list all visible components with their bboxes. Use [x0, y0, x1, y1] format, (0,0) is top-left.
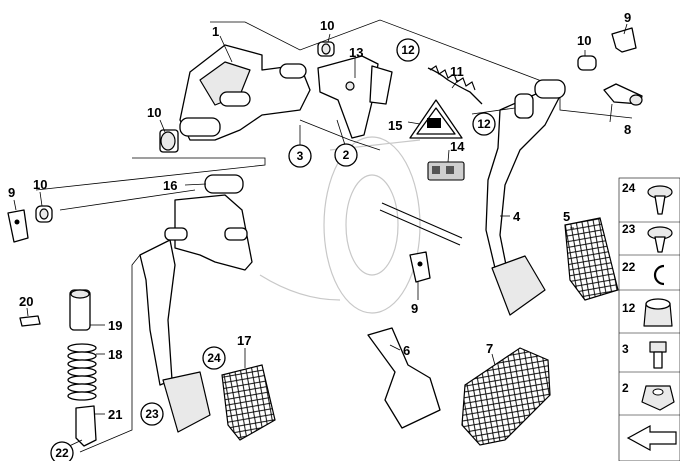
- pedal-pad-large: [461, 347, 551, 446]
- label-part-5: 5: [563, 209, 570, 224]
- label-part-9-top: 9: [624, 10, 631, 25]
- callout-22: 22: [50, 441, 74, 461]
- pedal-bracket: [159, 44, 311, 153]
- label-part-15: 15: [388, 118, 402, 133]
- label-part-14: 14: [450, 139, 465, 154]
- return-spring: [427, 65, 483, 105]
- pedal-lever-right: [485, 79, 566, 316]
- circled-callouts: 12 12 3 2 24 23 22: [50, 38, 496, 461]
- hardware-legend: 24 23 22 12 3 2: [618, 177, 680, 461]
- pedal-pad-right: [564, 217, 619, 301]
- callout-24: 24: [202, 346, 226, 370]
- svg-text:3: 3: [622, 342, 629, 356]
- brake-booster-ghost: [259, 136, 463, 314]
- legend-item-23: 23: [622, 222, 673, 253]
- svg-text:24: 24: [207, 351, 221, 365]
- bushing-left: [35, 205, 53, 223]
- label-part-9-left: 9: [8, 185, 15, 200]
- legend-item-12: 12: [622, 298, 673, 327]
- svg-text:24: 24: [622, 181, 636, 195]
- label-part-16: 16: [163, 178, 177, 193]
- svg-text:12: 12: [622, 301, 636, 315]
- label-part-18: 18: [108, 347, 122, 362]
- brake-light-switch: [427, 161, 465, 181]
- label-part-10-right: 10: [577, 33, 591, 48]
- clip-top-right: [611, 27, 637, 53]
- label-part-4: 4: [513, 209, 521, 224]
- spring-assembly: [19, 289, 97, 447]
- legend-item-3: 3: [622, 341, 667, 369]
- label-part-9-center: 9: [411, 301, 418, 316]
- label-part-10-far-left: 10: [33, 177, 47, 192]
- direction-arrow-icon: [626, 424, 677, 452]
- pedal-pin: [603, 83, 643, 106]
- label-part-13: 13: [349, 45, 363, 60]
- svg-text:22: 22: [622, 260, 636, 274]
- label-part-21: 21: [108, 407, 122, 422]
- label-part-1: 1: [212, 24, 219, 39]
- callout-12-right: 12: [472, 112, 496, 136]
- leader-lines: [13, 23, 628, 453]
- mounting-plate: [317, 55, 393, 139]
- legend-item-2: 2: [622, 381, 675, 411]
- bushing-top: [317, 41, 335, 57]
- bushing-top-right: [577, 55, 597, 71]
- legend-item-22: 22: [622, 260, 665, 286]
- svg-text:12: 12: [477, 117, 491, 131]
- label-part-11: 11: [450, 64, 464, 79]
- callout-12-top: 12: [396, 38, 420, 62]
- callout-2: 2: [334, 143, 358, 167]
- part-labels: 1 10 13 11 15 14 10 9 8 10 9 10 16 4 5 9…: [8, 10, 631, 422]
- group-outline: [35, 19, 633, 191]
- warning-label: [409, 99, 463, 139]
- svg-text:2: 2: [622, 381, 629, 395]
- clip-center: [409, 251, 431, 283]
- svg-text:2: 2: [343, 148, 350, 162]
- label-part-19: 19: [108, 318, 122, 333]
- label-part-8: 8: [624, 122, 631, 137]
- label-part-20: 20: [19, 294, 33, 309]
- callout-23: 23: [140, 402, 164, 426]
- svg-text:22: 22: [55, 446, 69, 460]
- callout-3: 3: [288, 144, 312, 168]
- pedal-lever-left: [139, 174, 253, 433]
- pedal-pad-left: [221, 364, 276, 441]
- svg-text:12: 12: [401, 43, 415, 57]
- svg-text:3: 3: [297, 149, 304, 163]
- label-part-10-left: 10: [147, 105, 161, 120]
- clip-left: [7, 209, 29, 243]
- label-part-10-top: 10: [320, 18, 334, 33]
- svg-text:23: 23: [622, 222, 636, 236]
- svg-text:23: 23: [145, 407, 159, 421]
- pedal-arm-center: [367, 327, 441, 429]
- label-part-17: 17: [237, 333, 251, 348]
- label-part-6: 6: [403, 343, 410, 358]
- legend-item-24: 24: [622, 181, 673, 215]
- label-part-7: 7: [486, 341, 493, 356]
